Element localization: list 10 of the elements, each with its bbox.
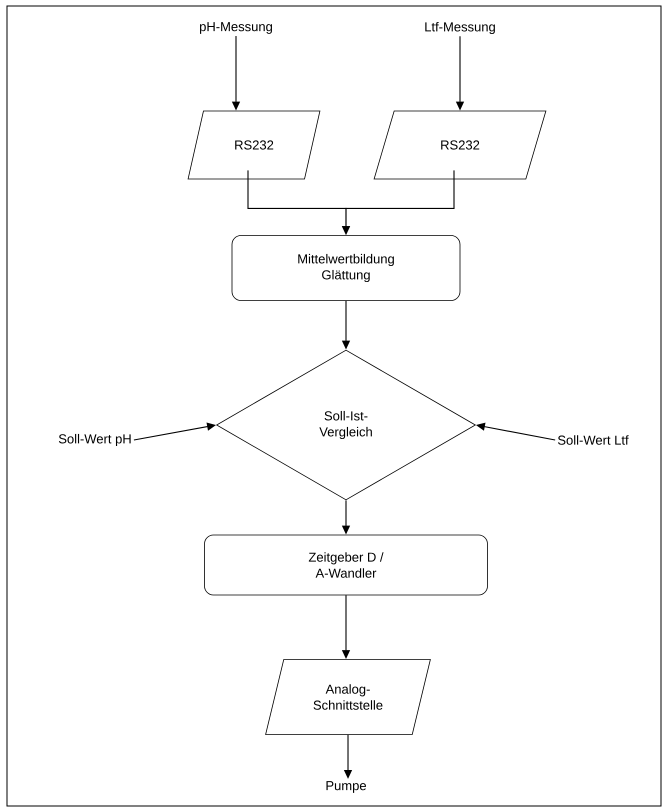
data-parallelogram: RS232	[374, 110, 546, 180]
input-label: Soll-Wert Ltf	[558, 435, 629, 445]
process-box: Zeitgeber D / A-Wandler	[204, 534, 488, 596]
output-label: Pumpe	[326, 781, 366, 793]
input-label: pH-Messung	[200, 22, 272, 34]
data-parallelogram: Analog-Schnittstelle	[265, 659, 431, 735]
input-label: Ltf-Messung	[425, 22, 495, 34]
data-parallelogram: RS232	[188, 110, 320, 180]
input-label: Soll-Wert pH	[58, 434, 131, 446]
process-box: Mittelwertbildung Glättung	[232, 235, 460, 301]
